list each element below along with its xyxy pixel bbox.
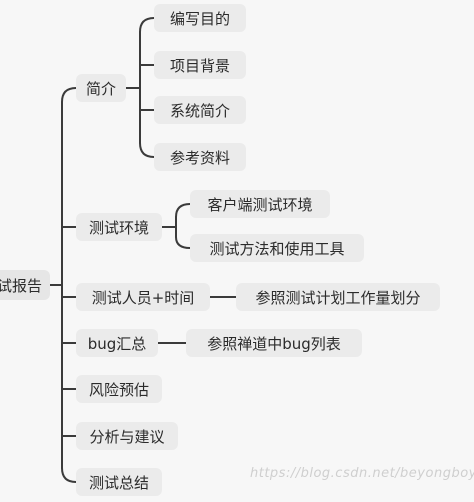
connector bbox=[175, 203, 191, 218]
connector bbox=[175, 236, 191, 249]
connector bbox=[139, 142, 155, 158]
connector bbox=[139, 17, 155, 33]
branch-intro[interactable]: 简介 bbox=[76, 74, 126, 102]
watermark: https://blog.csdn.net/beyongboy bbox=[250, 466, 474, 481]
leaf-bug-list[interactable]: 参照禅道中bug列表 bbox=[186, 329, 362, 357]
leaf-workload[interactable]: 参照测试计划工作量划分 bbox=[236, 283, 440, 311]
leaf-references[interactable]: 参考资料 bbox=[154, 143, 246, 171]
connector bbox=[61, 87, 77, 103]
root-node[interactable]: 试报告 bbox=[0, 270, 50, 300]
branch-risk-estimate[interactable]: 风险预估 bbox=[76, 375, 162, 403]
leaf-background[interactable]: 项目背景 bbox=[154, 51, 246, 79]
branch-bug-summary[interactable]: bug汇总 bbox=[76, 329, 158, 357]
connector bbox=[61, 467, 77, 483]
branch-test-env[interactable]: 测试环境 bbox=[76, 213, 162, 241]
branch-staff-time[interactable]: 测试人员+时间 bbox=[76, 283, 210, 311]
branch-test-summary[interactable]: 测试总结 bbox=[76, 468, 162, 496]
leaf-purpose[interactable]: 编写目的 bbox=[154, 4, 246, 32]
branch-analysis[interactable]: 分析与建议 bbox=[76, 422, 178, 450]
leaf-methods-tools[interactable]: 测试方法和使用工具 bbox=[190, 234, 364, 262]
leaf-client-env[interactable]: 客户端测试环境 bbox=[190, 190, 330, 218]
leaf-system-intro[interactable]: 系统简介 bbox=[154, 96, 246, 124]
